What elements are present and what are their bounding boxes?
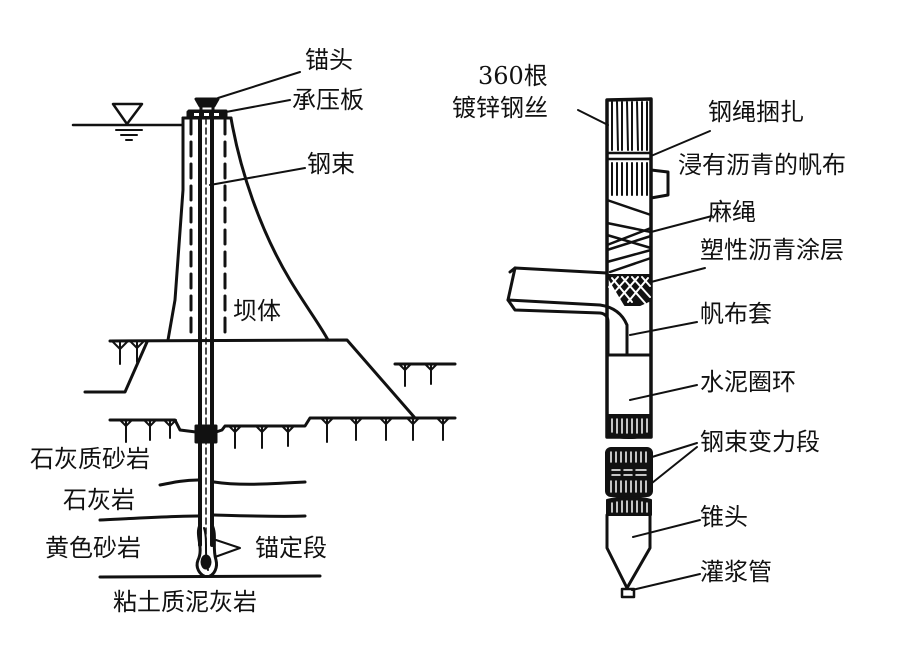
tendon-transition-section: [605, 447, 653, 497]
water-level-triangle-icon: [71, 102, 185, 141]
label-dam-body: 坝体: [233, 297, 281, 325]
label-grout-pipe: 灌浆管: [700, 558, 772, 586]
dam-foundation: [83, 338, 457, 444]
label-limestone: 石灰岩: [63, 486, 135, 514]
label-plastic-asphalt-coating: 塑性沥青涂层: [700, 236, 844, 264]
steel-tendon-shape: [198, 116, 214, 547]
label-canvas-sleeve: 帆布套: [700, 300, 772, 328]
ground-hatch-marks: [112, 341, 450, 449]
anchorage-bulb: [195, 523, 218, 578]
label-calcareous-sandstone: 石灰质砂岩: [30, 445, 150, 473]
label-tendon-transition: 钢束变力段: [700, 428, 820, 456]
asphalt-coating-crosshatch: [606, 274, 652, 306]
label-clayey-marl: 粘土质泥灰岩: [113, 588, 257, 616]
label-asphalt-canvas: 浸有沥青的帆布: [678, 151, 846, 179]
label-galvanized-wire: 镀锌钢丝: [452, 94, 548, 122]
label-wire-count: 360根: [478, 62, 548, 90]
label-anchor-head: 锚头: [305, 46, 353, 74]
anchor-head-shape: [194, 97, 220, 114]
tube-bottom-hatch: [606, 414, 652, 439]
label-cone-head: 锥头: [700, 503, 748, 531]
label-anchorage-section: 锚定段: [255, 534, 327, 562]
label-cement-ring: 水泥圈环: [700, 368, 796, 396]
leader-lines-right: [577, 109, 713, 591]
label-wire-rope-binding: 钢绳捆扎: [708, 98, 804, 126]
label-steel-tendon: 钢束: [307, 150, 355, 178]
bearing-plate-shape: [187, 109, 228, 120]
tendon-detail-outline: [506, 97, 670, 439]
label-bearing-plate: 承压板: [292, 86, 364, 114]
cone-head-shape: [605, 496, 652, 599]
leader-lines-left: [209, 71, 306, 558]
label-hemp-rope: 麻绳: [708, 198, 756, 226]
label-yellow-sandstone: 黄色砂岩: [45, 534, 141, 562]
